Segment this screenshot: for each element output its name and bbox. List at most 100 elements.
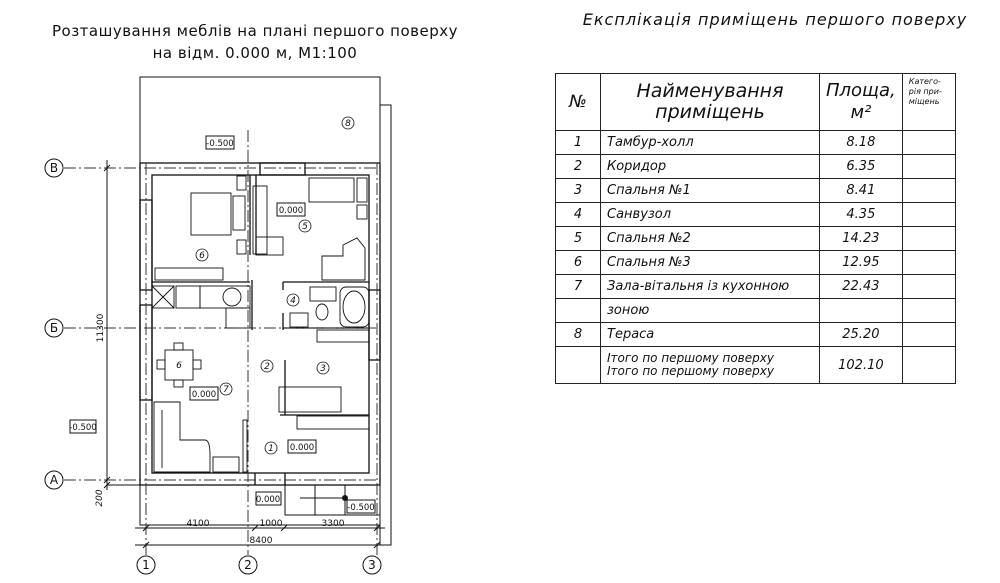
total-num-cell [555,346,601,384]
cell-num: 8 [555,322,601,347]
plan-subtitle: на відм. 0.000 м, М1:100 [152,44,358,62]
cell-area [819,298,903,323]
desk [321,237,366,281]
bed-bedroom1 [278,386,342,413]
cell-name: Тамбур-холл [600,130,820,155]
elev-left-ground: -0.500 [69,423,96,433]
header-category-line3: міщень [908,97,940,106]
cell-num: 6 [555,250,601,275]
dim-span-2: 1000 [260,519,283,529]
cell-cat [901,226,956,251]
header-category-line2: рія при- [908,87,942,96]
header-name-line2: приміщень [655,101,765,123]
wardrobe-1 [296,415,370,430]
cell-name: Зала-вітальня із кухонною [600,274,820,299]
elev-steps: -0.500 [347,503,374,513]
axis-label-b: Б [50,321,58,335]
header-area: Площа, м² [819,73,903,131]
cell-name: Спальня №1 [600,178,820,203]
cell-cat [901,178,956,203]
room-mark-7: 7 [223,385,229,395]
cell-area: 6.35 [819,154,903,179]
header-category: Катего- рія при- міщень [901,73,956,131]
cell-num: 1 [555,130,601,155]
axis-lines [64,130,380,555]
elevation-marks [69,135,376,514]
room-mark-1: 1 [268,444,274,454]
axis-bubble-row-b [44,318,64,338]
elev-hall: 0.000 [290,443,314,453]
axis-label-1: 1 [142,558,150,572]
washbasin [289,312,309,328]
table-seats-label: 6 [176,361,182,371]
cell-cat [901,130,956,155]
room-mark-circles [195,116,355,455]
total-area: 102.10 [819,346,903,384]
cell-name: зоною [600,298,820,323]
explication-table: № Найменування приміщень Площа, м² Катег… [555,73,956,384]
room-mark-6: 6 [199,251,205,261]
header-category-line1: Катего- [908,77,941,86]
cell-area: 8.41 [819,178,903,203]
header-area-line2: м² [850,102,872,123]
cell-name: Спальня №3 [600,250,820,275]
side-strip [379,104,392,546]
cell-num: 7 [555,274,601,299]
dim-total-width: 8400 [250,536,273,546]
table-total-row: Ітого по першому поверху Ітого по першом… [555,346,956,384]
cell-num [555,298,601,323]
entrance-wardrobe [242,419,248,473]
washing-machine [222,287,242,307]
nightstands [232,195,246,231]
elev-living: 0.000 [192,390,216,400]
room-mark-5: 5 [302,222,308,232]
cell-cat [901,154,956,179]
entrance-porch [139,484,381,526]
sink [175,285,201,309]
cell-num: 5 [555,226,601,251]
cell-name: Коридор [600,154,820,179]
furniture [151,175,370,473]
axis-label-2: 2 [244,558,252,572]
dim-span-3: 3300 [322,519,345,529]
explication-title: Експлікація приміщень першого поверху [582,10,968,29]
axis-bubble-col-1 [136,555,156,575]
wardrobe-stair [252,185,268,255]
cell-area: 12.95 [819,250,903,275]
cell-num: 3 [555,178,601,203]
header-name-line1: Найменування [636,80,784,102]
table-header-row: № Найменування приміщень Площа, м² Катег… [555,73,956,131]
toilet [315,303,329,321]
cell-name: Спальня №2 [600,226,820,251]
double-bed [190,192,232,236]
dim-offset: 200 [95,489,105,506]
stove [151,285,175,309]
axis-bubble-col-2 [238,555,258,575]
cell-cat [901,322,956,347]
cell-cat [901,274,956,299]
header-area-line1: Площа, [826,80,896,101]
cell-area: 4.35 [819,202,903,227]
bed-bedroom2 [308,177,355,203]
cell-name: Тераса [600,322,820,347]
wardrobe-6 [154,267,224,281]
plan-title: Розташування меблів на плані першого пов… [51,22,459,40]
cell-cat [901,298,956,323]
dim-span-1: 4100 [187,519,210,529]
axis-bubble-col-3 [362,555,382,575]
room-mark-3: 3 [320,364,326,374]
header-name: Найменування приміщень [600,73,820,131]
cell-area: 25.20 [819,322,903,347]
wardrobe-3 [316,329,370,343]
elev-terrace: -0.500 [206,139,233,149]
corner-sofa [153,401,211,473]
cell-area: 14.23 [819,226,903,251]
